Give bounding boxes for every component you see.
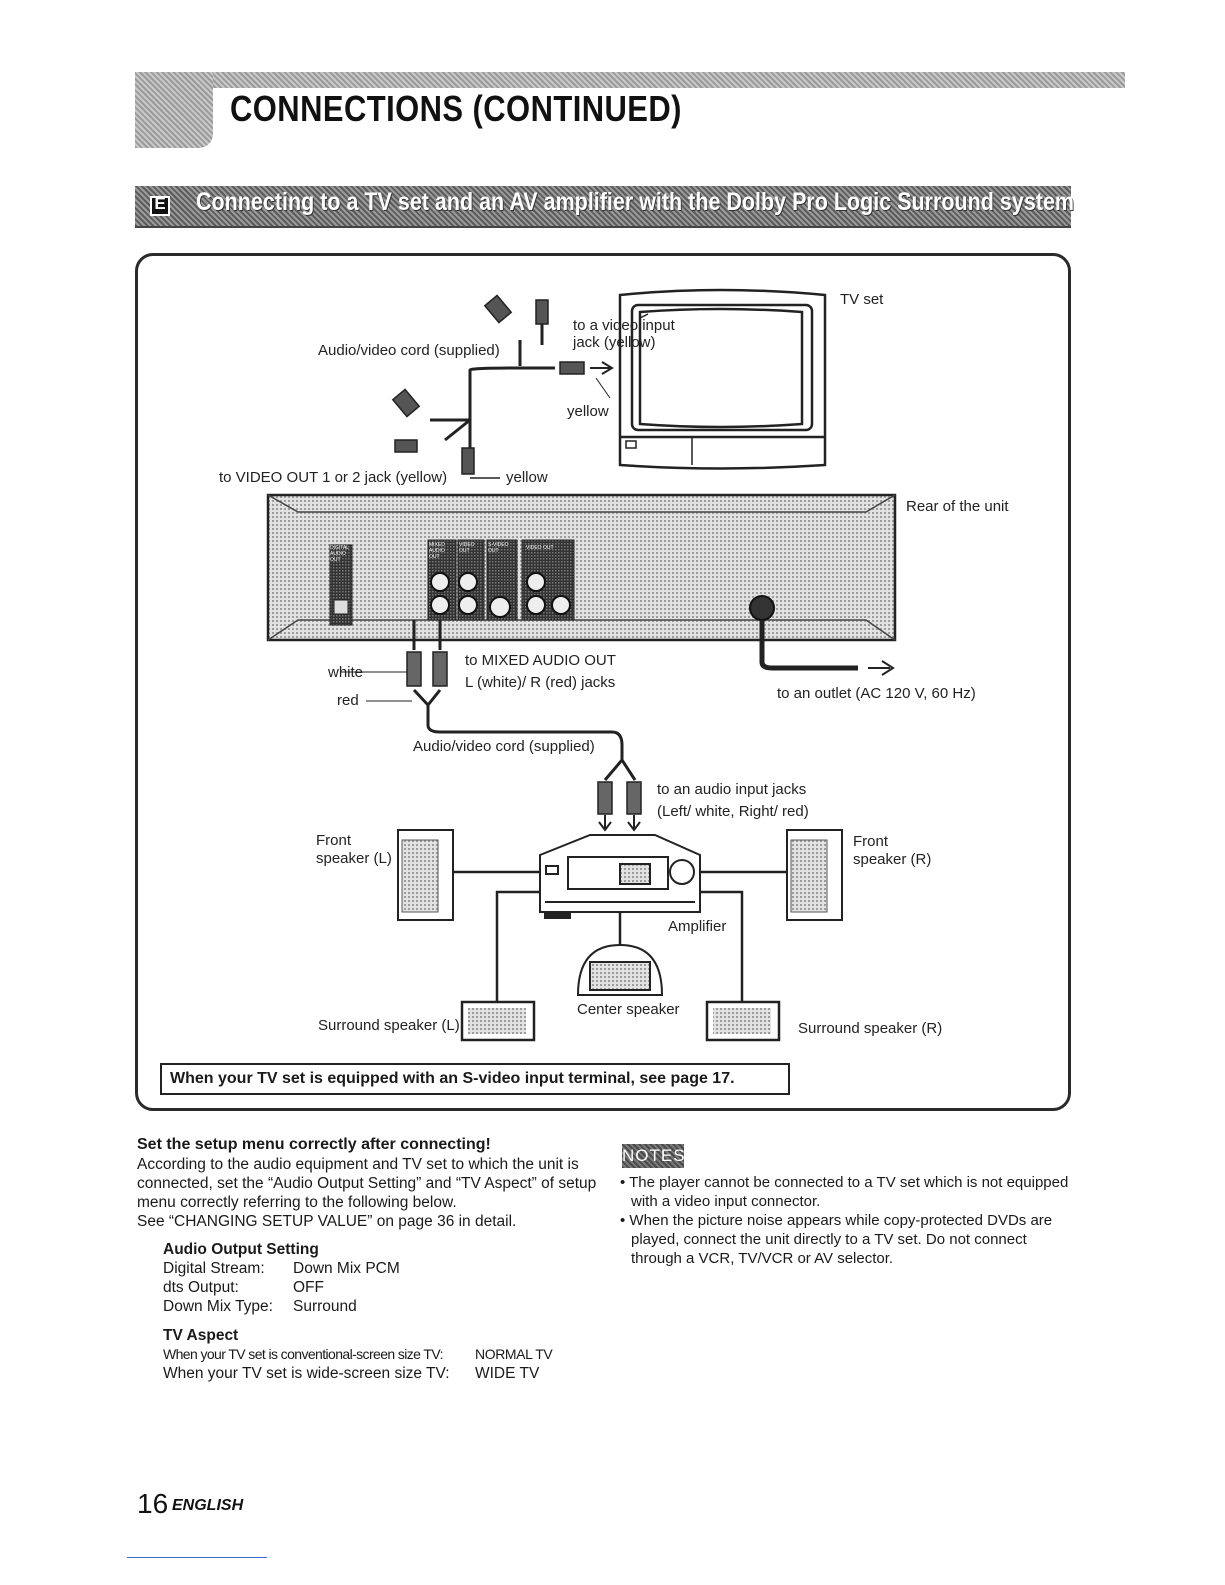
header-band — [135, 72, 1125, 88]
audio-row-value: Down Mix PCM — [293, 1260, 400, 1277]
speaker-wiring — [453, 870, 788, 1005]
section-badge-letter: E — [154, 194, 166, 213]
surround-speaker-l-label: Surround speaker (L) — [318, 1017, 460, 1034]
tv-row-value: NORMAL TV — [475, 1346, 553, 1362]
section-bar — [135, 186, 1071, 228]
tv-aspect-heading: TV Aspect — [163, 1327, 239, 1344]
note-line: • When the picture noise appears while c… — [620, 1212, 1053, 1229]
surround-speaker-l-icon — [460, 1000, 536, 1042]
plug-icon — [432, 651, 448, 687]
page-language: ENGLISH — [172, 1497, 244, 1514]
center-speaker-icon — [576, 943, 664, 996]
setup-heading: Set the setup menu correctly after conne… — [137, 1136, 491, 1153]
panel-label: VIDEO OUT — [459, 542, 475, 554]
section-badge — [150, 196, 170, 216]
panel-label: VIDEO OUT — [526, 545, 554, 551]
front-speaker-r-label-2: speaker (R) — [853, 851, 932, 868]
unit-rear-panel — [266, 493, 897, 642]
yellow-label: yellow — [506, 469, 548, 486]
plug-icon — [406, 651, 422, 687]
video-input-label: to a video input — [573, 317, 675, 334]
arrow-icon — [598, 815, 641, 832]
note-line: • The player cannot be connected to a TV… — [620, 1174, 1069, 1191]
plug-icon — [461, 447, 475, 475]
front-speaker-l-icon — [397, 829, 454, 921]
audio-output-heading: Audio Output Setting — [163, 1241, 319, 1258]
panel-label: S-VIDEO OUT — [488, 542, 509, 554]
footer-rule — [127, 1557, 267, 1558]
white-label: white — [328, 664, 364, 681]
audio-row-key: dts Output: — [163, 1279, 239, 1296]
note-line: with a video input connector. — [631, 1193, 821, 1210]
front-speaker-l-label-2: speaker (L) — [316, 850, 392, 867]
arrow-icon — [868, 660, 895, 676]
plug-icon — [391, 388, 421, 418]
audio-row-value: OFF — [293, 1279, 324, 1296]
page-title: CONNECTIONS (CONTINUED) — [230, 88, 682, 129]
section-title: Connecting to a TV set and an AV amplifi… — [196, 188, 1075, 216]
tv-set-icon — [618, 288, 827, 470]
red-label: red — [337, 692, 359, 709]
plug-icon — [535, 299, 549, 325]
tv-row-value: WIDE TV — [475, 1365, 540, 1382]
plug-icon — [597, 781, 613, 815]
diagram-frame — [135, 253, 1071, 1111]
tv-set-label: TV set — [840, 291, 884, 308]
plug-icon — [483, 294, 513, 324]
panel-label: MIXED AUDIO OUT — [429, 542, 445, 560]
audio-input-label-2: (Left/ white, Right/ red) — [657, 803, 809, 820]
tv-row-key: When your TV set is wide-screen size TV: — [163, 1365, 450, 1382]
svideo-note: When your TV set is equipped with an S-v… — [160, 1063, 790, 1095]
plug-icon — [626, 781, 642, 815]
center-speaker-label: Center speaker — [577, 1001, 680, 1018]
panel-label: DIGITAL AUDIO OUT — [330, 545, 349, 563]
tv-row-key: When your TV set is conventional-screen … — [163, 1346, 443, 1362]
yellow-label: yellow — [567, 403, 609, 420]
setup-intro-line: connected, set the “Audio Output Setting… — [137, 1175, 597, 1192]
front-speaker-r-icon — [786, 829, 843, 921]
av-cord-label-2: Audio/video cord (supplied) — [413, 738, 595, 755]
front-speaker-l-label: Front — [316, 832, 352, 849]
outlet-label: to an outlet (AC 120 V, 60 Hz) — [777, 685, 976, 702]
audio-row-key: Down Mix Type: — [163, 1298, 273, 1315]
av-cord-label: Audio/video cord (supplied) — [318, 342, 500, 359]
header-tab — [135, 72, 213, 148]
plug-icon — [394, 439, 418, 453]
audio-input-label: to an audio input jacks — [657, 781, 807, 798]
front-speaker-r-label: Front — [853, 833, 889, 850]
note-line: played, connect the unit directly to a T… — [631, 1231, 1027, 1248]
rear-label: Rear of the unit — [906, 498, 1009, 515]
setup-intro-line: See “CHANGING SETUP VALUE” on page 36 in… — [137, 1213, 517, 1230]
surround-speaker-r-label: Surround speaker (R) — [798, 1020, 943, 1037]
setup-intro-line: According to the audio equipment and TV … — [137, 1156, 579, 1173]
note-line: through a VCR, TV/VCR or AV selector. — [631, 1250, 894, 1267]
av-cord-top — [430, 320, 555, 470]
notes-badge: NOTES — [622, 1144, 685, 1168]
video-input-label-2: jack (yellow) — [573, 334, 656, 351]
setup-intro-line: menu correctly referring to the followin… — [137, 1194, 457, 1211]
power-cord — [759, 620, 858, 671]
amplifier-label: Amplifier — [668, 918, 727, 935]
audio-row-value: Surround — [293, 1298, 357, 1315]
mixed-audio-label-2: L (white)/ R (red) jacks — [465, 674, 616, 691]
amplifier-icon — [539, 834, 701, 919]
video-out-label: to VIDEO OUT 1 or 2 jack (yellow) — [219, 469, 448, 486]
mixed-audio-label: to MIXED AUDIO OUT — [465, 652, 616, 669]
surround-speaker-r-icon — [705, 1000, 781, 1042]
plug-icon — [559, 361, 585, 375]
audio-row-key: Digital Stream: — [163, 1260, 265, 1277]
page-number: 16 — [137, 1488, 169, 1519]
audio-cord — [340, 620, 637, 781]
arrow-icon — [590, 361, 614, 375]
